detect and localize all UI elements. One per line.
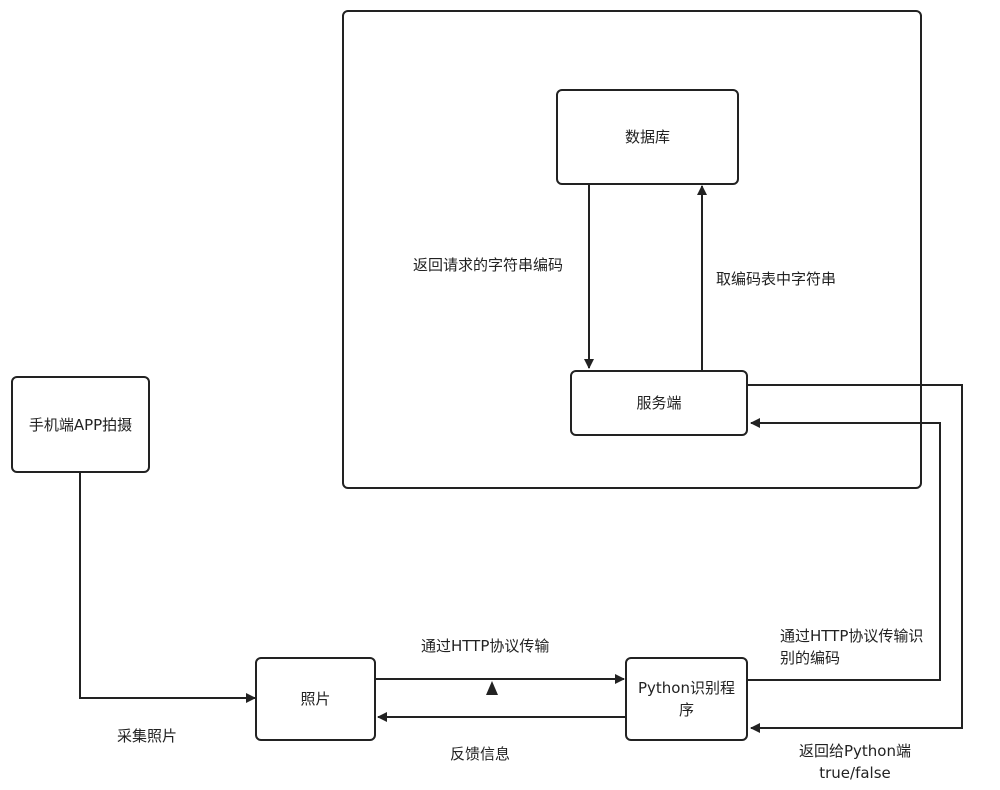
database-label: 数据库 (624, 128, 670, 146)
python-node[interactable]: Python识别程序 (625, 657, 748, 741)
photo-label: 照片 (300, 690, 331, 708)
edge-label-server-to-python-line2: true/false (819, 764, 891, 782)
edge-label-app-to-photo: 采集照片 (117, 727, 178, 745)
edge-label-server-to-python-line1: 返回给Python端 (799, 742, 911, 760)
edge-label-server-to-db: 取编码表中字符串 (716, 270, 837, 288)
arrow-app-to-photo (79, 473, 256, 703)
small-arrow-icon (486, 681, 498, 695)
edge-label-python-to-server: 通过HTTP协议传输识别的编码 (780, 627, 924, 667)
mobile-app-label: 手机端APP拍摄 (28, 415, 133, 434)
edge-label-server-to-python: 返回给Python端 true/false (780, 740, 930, 784)
edge-label-db-to-server: 返回请求的字符串编码 (413, 256, 564, 274)
server-node[interactable]: 服务端 (570, 370, 748, 436)
edge-label-python-to-photo: 反馈信息 (450, 745, 511, 763)
python-label: Python识别程序 (638, 679, 735, 719)
server-label: 服务端 (636, 394, 682, 412)
server-side-container (342, 10, 922, 489)
arrow-python-to-server (748, 418, 941, 681)
mobile-app-node[interactable]: 手机端APP拍摄 (11, 376, 150, 473)
database-node[interactable]: 数据库 (556, 89, 739, 185)
photo-node[interactable]: 照片 (255, 657, 376, 741)
arrow-server-to-python (748, 384, 963, 733)
edge-label-photo-to-python: 通过HTTP协议传输 (421, 637, 550, 655)
